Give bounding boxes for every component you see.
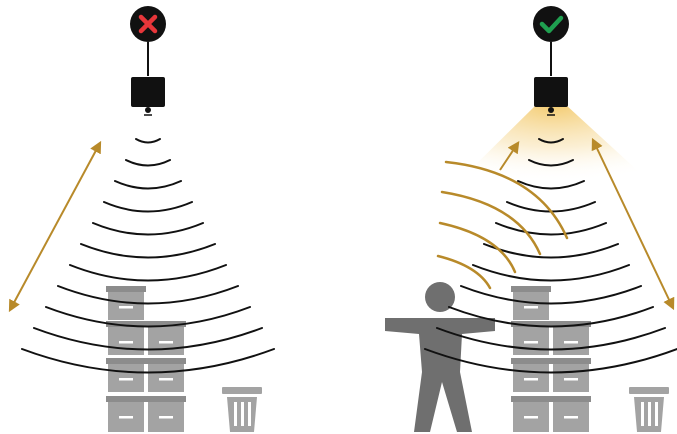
- panel-correct: [385, 6, 677, 432]
- reflected-wave-arc: [440, 223, 515, 272]
- trash-bin-icon: [629, 387, 669, 432]
- wave-arc: [518, 181, 584, 189]
- trash-bin-icon: [222, 387, 262, 432]
- box: [148, 398, 184, 432]
- wave-arc: [70, 265, 226, 281]
- person-icon: [385, 282, 495, 432]
- badge-circle: [533, 6, 569, 42]
- box: [108, 360, 144, 392]
- wave-arc: [93, 223, 203, 235]
- panel-incorrect: [10, 6, 274, 432]
- box: [513, 360, 549, 392]
- box: [148, 360, 184, 392]
- wave-arc: [58, 286, 238, 304]
- wave-arc: [115, 181, 181, 189]
- sensor-device: [131, 77, 165, 115]
- wave-arc: [81, 244, 215, 258]
- coverage-arrow: [10, 143, 100, 310]
- box: [108, 398, 144, 432]
- wave-arc: [496, 223, 606, 235]
- box: [553, 398, 589, 432]
- wave-arc: [104, 202, 192, 212]
- wave-arc: [136, 139, 160, 143]
- status-badge-correct: [533, 6, 569, 42]
- box: [513, 398, 549, 432]
- wave-arc: [126, 160, 170, 166]
- box: [553, 360, 589, 392]
- wave-arc: [473, 265, 629, 281]
- status-badge-incorrect: [130, 6, 166, 42]
